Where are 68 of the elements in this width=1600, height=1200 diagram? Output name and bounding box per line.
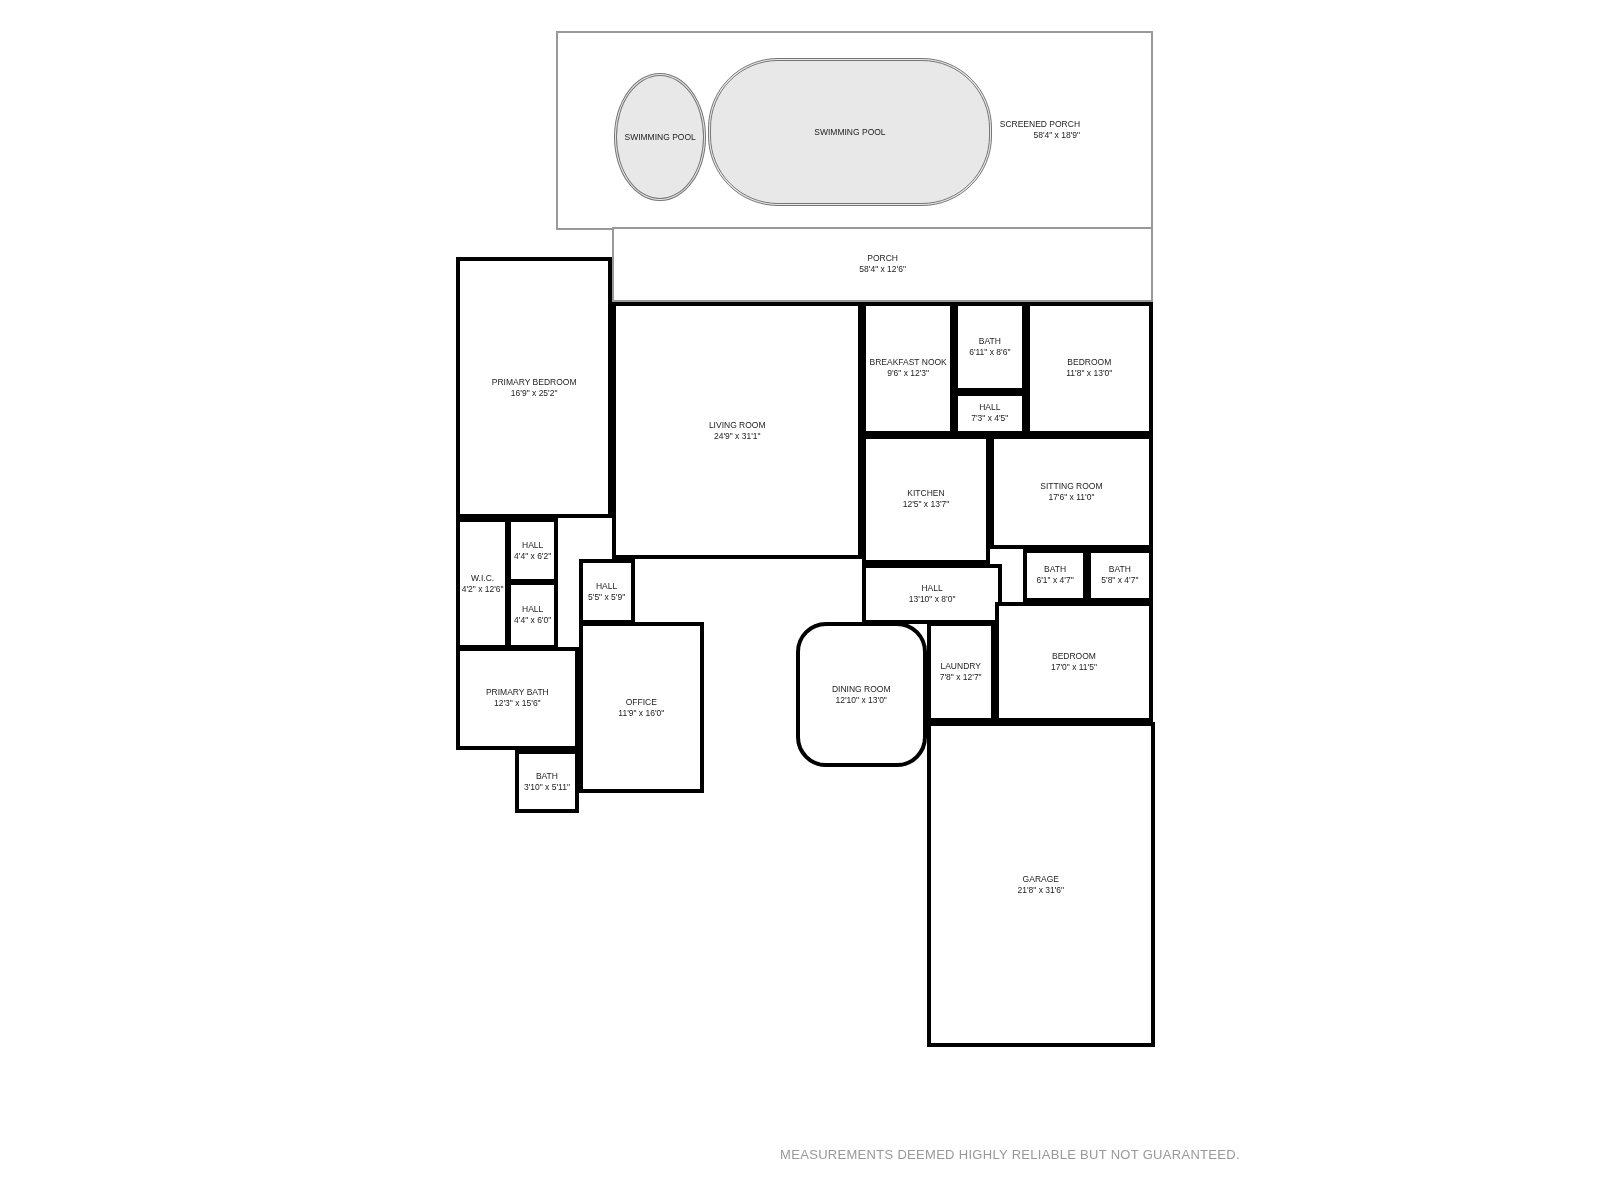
room-name: SITTING ROOM [1039,480,1104,492]
room-name: SWIMMING POOL [813,126,887,138]
room-name: HALL [521,603,545,615]
room-name: SWIMMING POOL [623,131,697,143]
room-dimension: 12'3" x 15'6" [493,698,542,710]
room-outline [862,564,1002,625]
room-name: KITCHEN [906,488,946,500]
room-name: HALL [920,583,944,595]
room-outline [926,722,1156,1047]
room-name: SCREENED PORCH [998,119,1082,131]
room-outline [456,257,613,519]
room-dimension: 16'9" x 25'2" [509,387,559,399]
room-dimension: 12'5" x 13'7" [901,499,951,511]
room-dimension: 24'9" x 31'1" [712,430,762,442]
room-dimension: 3'10" x 5'11" [522,781,571,793]
room-dimension: 58'4" x 18'9" [1032,130,1082,142]
room-name: BEDROOM [1051,651,1097,663]
room-outline [456,518,510,649]
room-outline [994,602,1154,723]
room-name: HALL [521,539,545,551]
room-name: PRIMARY BEDROOM [490,376,578,388]
room-dimension: 6'11" x 8'6" [968,346,1012,358]
room-outline [926,622,995,723]
room-name: PRIMARY BATH [484,687,550,699]
room-name: BATH [1043,564,1068,576]
room-dimension: 7'8" x 12'7" [938,672,983,684]
room-dimension: 7'3" x 4'5" [970,413,1010,425]
room-dimension: 11'9" x 16'0" [617,707,666,719]
room-outline [612,302,863,560]
room-dimension: 17'6" x 11'0" [1047,491,1096,503]
room-name: HALL [978,402,1002,414]
room-name: BEDROOM [1066,357,1113,369]
room-dimension: 5'8" x 4'7" [1100,575,1140,587]
room-dimension: 4'2" x 12'6" [460,583,505,595]
room-outline [795,622,927,768]
room-name: OFFICE [624,696,658,708]
room-outline [507,580,559,649]
room-outline [1086,548,1154,602]
room-name: HALL [595,580,619,592]
porch-outline [556,30,1154,230]
room-outline [989,434,1154,549]
room-outline [507,518,559,583]
room-name: PORCH [866,253,899,265]
room-dimension: 9'6" x 12'3" [886,368,931,380]
room-dimension: 4'4" x 6'0" [513,614,553,626]
room-dimension: 17'0" x 11'5" [1049,662,1098,674]
room-dimension: 11'8" x 13'0" [1065,368,1114,380]
room-dimension: 58'4" x 12'6" [858,264,907,276]
room-name: LIVING ROOM [707,419,767,431]
room-name: W.I.C. [470,572,496,584]
room-name: BATH [534,770,559,782]
room-name: BATH [977,335,1002,347]
room-dimension: 6'1" x 4'7" [1035,575,1075,587]
room-dimension: 12'10" x 13'0" [834,694,888,706]
room-dimension: 13'10" x 8'0" [907,594,957,606]
room-name: GARAGE [1021,873,1060,885]
room-dimension: 5'5" x 5'9" [587,591,627,603]
room-dimension: 21'8" x 31'6" [1016,884,1066,896]
room-outline [578,559,635,625]
room-dimension: 4'4" x 6'2" [513,550,553,562]
room-outline [578,622,705,793]
disclaimer-caption: MEASUREMENTS DEEMED HIGHLY RELIABLE BUT NOT GUARANTEED. [779,1147,1241,1162]
room-name: LAUNDRY [939,661,982,673]
room-name: BREAKFAST NOOK [868,357,948,369]
porch-outline [612,226,1154,302]
room-outline [1025,302,1154,435]
room-name: DINING ROOM [830,683,892,695]
room-name: BATH [1107,564,1132,576]
